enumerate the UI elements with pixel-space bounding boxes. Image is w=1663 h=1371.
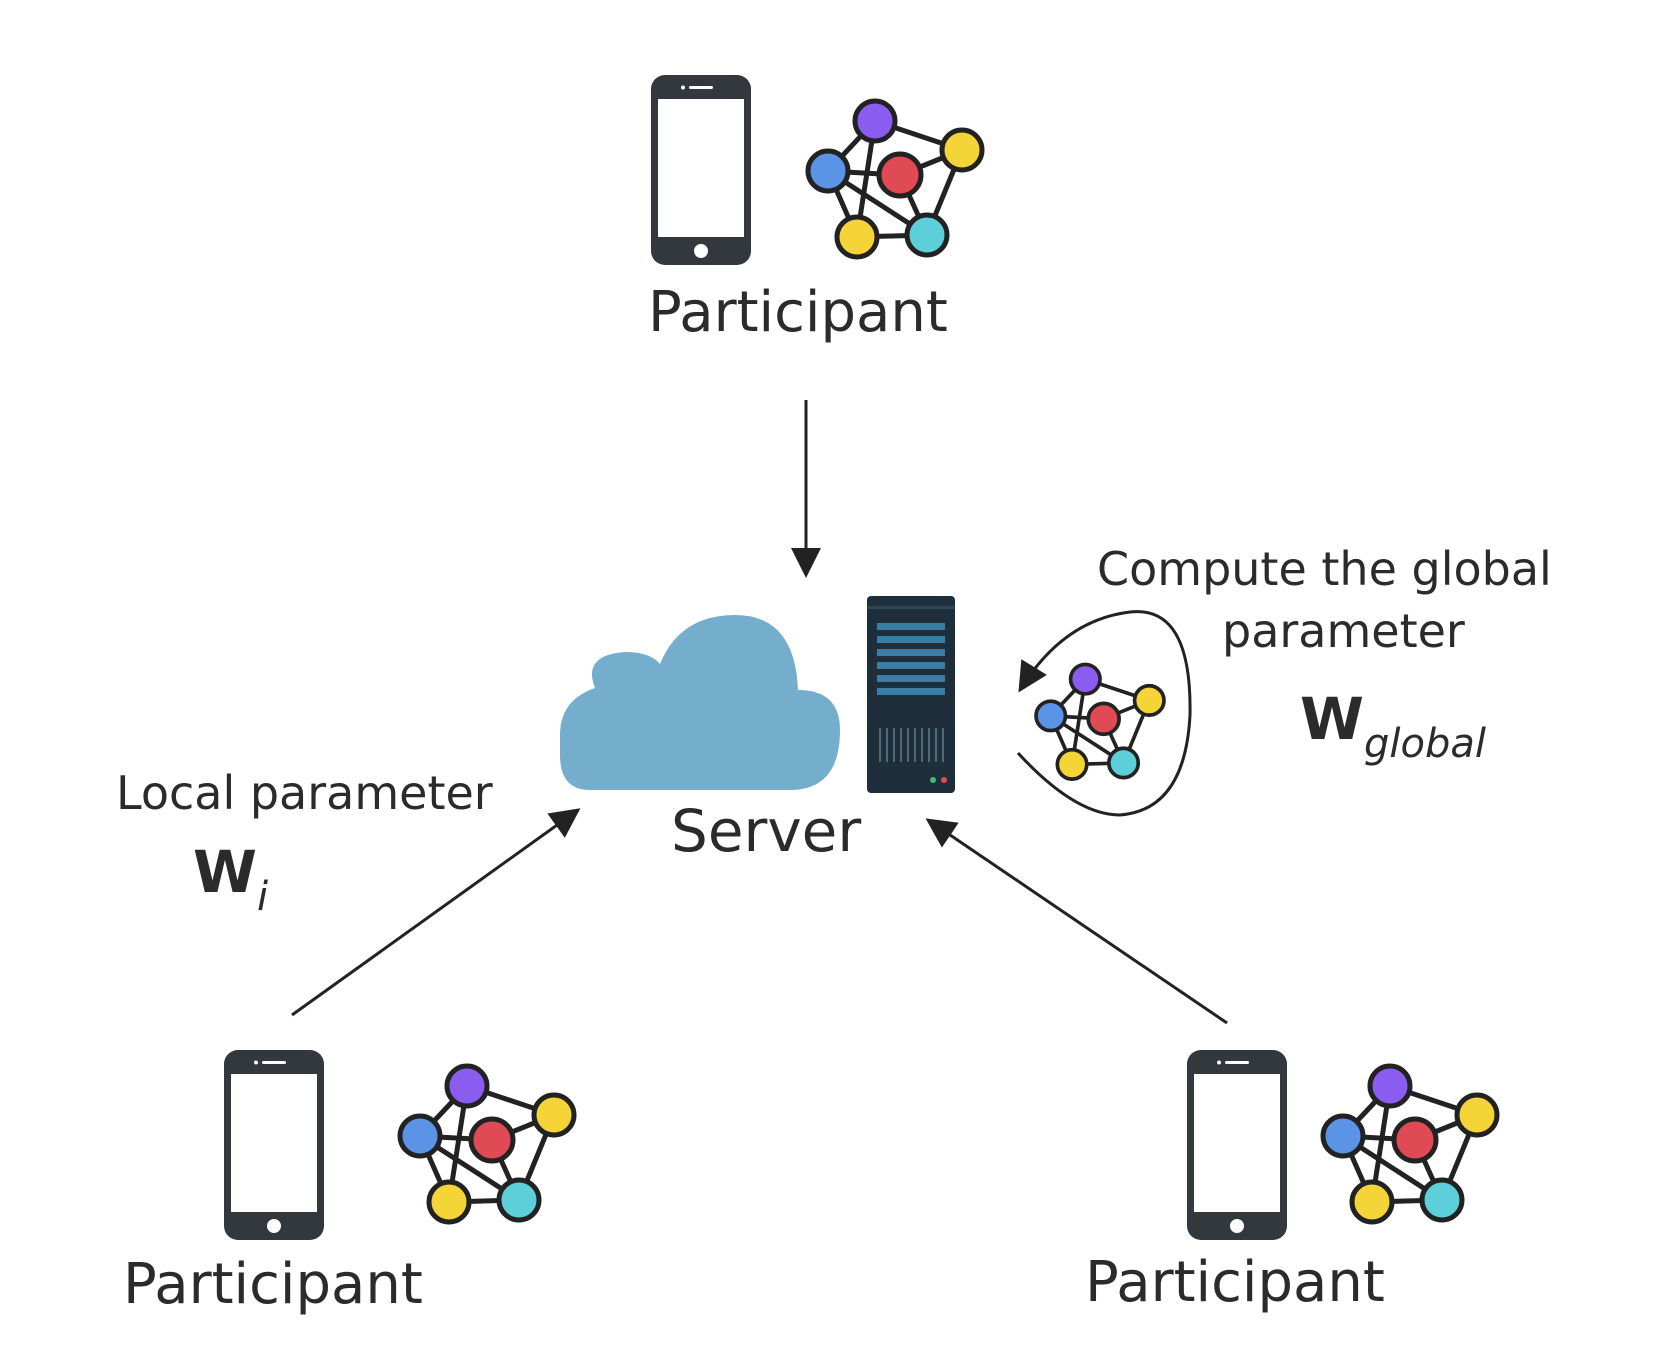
global-network-graph-icon: [1034, 662, 1166, 781]
cloud-icon: [560, 615, 840, 790]
local-parameter-symbol: Wi: [193, 838, 269, 920]
participant-top: [651, 75, 982, 265]
phone-icon: [224, 1050, 324, 1240]
participant-bottom-right: [1187, 1050, 1497, 1240]
global-parameter-symbol: Wglobal: [1300, 685, 1486, 767]
arrow-right-to-server: [925, 818, 1228, 1025]
participant-bottom-left: [224, 1050, 574, 1240]
local-parameter-label: Local parameter: [116, 766, 493, 820]
participant-label-bottom-right: Participant: [1085, 1250, 1385, 1315]
phone-icon: [1187, 1050, 1287, 1240]
aggregation-loop-arrow: [1016, 610, 1192, 817]
participant-label-top: Participant: [648, 280, 948, 345]
network-graph-icon: [400, 1066, 574, 1222]
global-parameter-line1: Compute the global: [1097, 542, 1552, 596]
network-graph-icon: [1323, 1066, 1497, 1222]
participant-label-bottom-left: Participant: [123, 1252, 423, 1317]
server-icon: [867, 596, 955, 793]
network-graph-icon: [808, 101, 982, 257]
arrow-left-to-server: [291, 808, 581, 1017]
server-label: Server: [671, 797, 862, 865]
phone-icon: [651, 75, 751, 265]
global-parameter-line2: parameter: [1222, 604, 1465, 658]
